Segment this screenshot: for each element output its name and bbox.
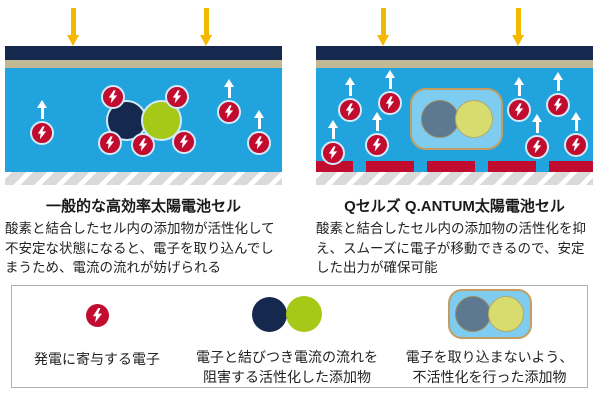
cell-cross-section	[316, 46, 593, 185]
sunlight-arrow-icon	[377, 8, 389, 46]
panel-title: 一般的な高効率太陽電池セル	[45, 198, 241, 215]
front-contact-layer	[316, 46, 593, 60]
electron-icon	[564, 133, 588, 157]
legend-label: 電子と結びつき電流の流れを 阻害する活性化した添加物	[196, 349, 378, 385]
electron-icon	[85, 303, 109, 327]
panel-conventional-cell: 一般的な高効率太陽電池セル 酸素と結合したセル内の添加物が活性化して不安定な状態…	[5, 0, 282, 278]
sunlight-arrow-icon	[512, 8, 524, 46]
rear-passivation-dashes	[316, 161, 593, 172]
electron-icon	[98, 131, 122, 155]
electron-icon	[378, 91, 402, 115]
electron-icon	[321, 141, 345, 165]
up-arrow-icon	[254, 110, 264, 129]
sunlight-arrow-icon	[67, 8, 79, 46]
up-arrow-icon	[553, 72, 563, 91]
electron-icon	[217, 100, 241, 124]
anti-reflection-layer	[5, 60, 282, 68]
up-arrow-icon	[328, 120, 338, 139]
panel-description: 酸素と結合したセル内の添加物が活性化して不安定な状態になると、電子を取り込んでし…	[5, 221, 275, 276]
electron-icon	[172, 130, 196, 154]
electron-icon	[546, 93, 570, 117]
up-arrow-icon	[514, 77, 524, 96]
passivated-additive-capsule	[410, 88, 503, 150]
legend-item-activated-additive: 電子と結びつき電流の流れを 阻害する活性化した添加物	[182, 286, 392, 387]
panel-description: 酸素と結合したセル内の添加物の活性化を抑え、スムーズに電子が移動できるので、安定…	[316, 221, 586, 276]
electron-icon	[101, 85, 125, 109]
up-arrow-icon	[532, 114, 542, 133]
silicon-layer	[5, 68, 282, 172]
sunlight-arrows	[5, 0, 282, 46]
legend-item-electron: 発電に寄与する電子	[12, 286, 182, 387]
electron-icon	[165, 85, 189, 109]
electron-icon	[525, 135, 549, 159]
electron-icon	[365, 133, 389, 157]
up-arrow-icon	[372, 112, 382, 131]
panel-title: Qセルズ Q.ANTUM太陽電池セル	[344, 198, 565, 215]
up-arrow-icon	[345, 77, 355, 96]
legend-label: 電子を取り込まないよう、 不活性化を行った添加物	[405, 349, 574, 385]
up-arrow-icon	[224, 79, 234, 98]
rear-hatch-layer	[5, 172, 282, 185]
electron-icon	[338, 98, 362, 122]
up-arrow-icon	[385, 70, 395, 89]
sunlight-arrows	[316, 0, 593, 46]
front-contact-layer	[5, 46, 282, 60]
legend: 発電に寄与する電子 電子と結びつき電流の流れを 阻害する活性化した添加物	[11, 285, 588, 388]
passivated-additive-icon	[447, 289, 532, 340]
electron-icon	[30, 121, 54, 145]
sunlight-arrow-icon	[200, 8, 212, 46]
anti-reflection-layer	[316, 60, 593, 68]
panel-qantum-cell: Qセルズ Q.ANTUM太陽電池セル 酸素と結合したセル内の添加物の活性化を抑え…	[316, 0, 593, 278]
legend-item-passivated-additive: 電子を取り込まないよう、 不活性化を行った添加物	[392, 286, 587, 387]
electron-icon	[247, 131, 271, 155]
up-arrow-icon	[571, 112, 581, 131]
activated-additive-icon	[252, 296, 322, 333]
passivated-gray-circle	[420, 100, 459, 138]
passivated-green-circle	[454, 100, 493, 138]
silicon-layer	[316, 68, 593, 172]
up-arrow-icon	[37, 100, 47, 119]
cell-cross-section	[5, 46, 282, 185]
rear-hatch-layer	[316, 172, 593, 185]
electron-icon	[507, 98, 531, 122]
electron-icon	[131, 133, 155, 157]
legend-label: 発電に寄与する電子	[34, 351, 160, 367]
